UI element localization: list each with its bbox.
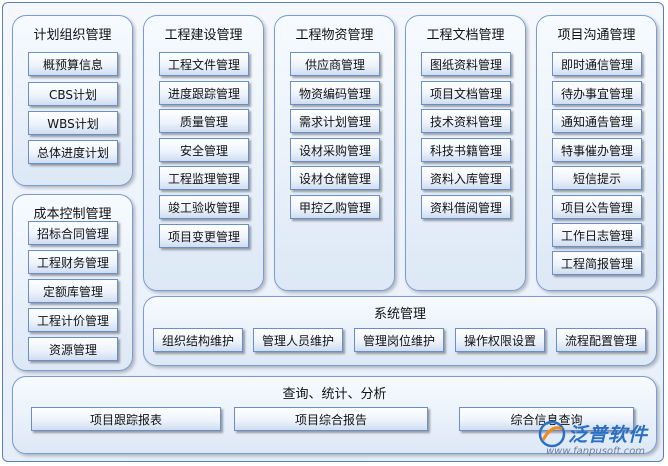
group-docs-title: 工程文档管理 <box>426 28 505 43</box>
system-item[interactable]: 管理岗位维护 <box>354 328 444 352</box>
group-cost-title: 成本控制管理 <box>33 207 112 222</box>
comm-item[interactable]: 工程简报管理 <box>552 251 642 275</box>
group-system-title: 系统管理 <box>373 307 426 322</box>
material-item[interactable]: 物资编码管理 <box>290 81 380 105</box>
group-material-title: 工程物资管理 <box>295 28 374 43</box>
docs-item[interactable]: 资料入库管理 <box>421 166 511 190</box>
group-construction: 工程建设管理 工程文件管理 进度跟踪管理 质量管理 安全管理 工程监理管理 竣工… <box>143 15 264 291</box>
construction-item[interactable]: 进度跟踪管理 <box>159 81 249 105</box>
group-comm: 项目沟通管理 即时通信管理 待办事宜管理 通知通告管理 特事催办管理 短信提示 … <box>536 15 657 291</box>
cost-item[interactable]: 工程财务管理 <box>28 250 118 274</box>
system-item[interactable]: 流程配置管理 <box>556 328 646 352</box>
group-construction-title: 工程建设管理 <box>164 28 243 43</box>
cost-item[interactable]: 资源管理 <box>28 337 118 361</box>
group-query: 查询、统计、分析 项目跟踪报表 项目综合报告 综合信息查询 <box>12 376 657 454</box>
material-item[interactable]: 设材采购管理 <box>290 138 380 162</box>
comm-item[interactable]: 特事催办管理 <box>552 138 642 162</box>
group-query-title: 查询、统计、分析 <box>282 387 387 402</box>
system-item[interactable]: 操作权限设置 <box>455 328 545 352</box>
group-plan: 计划组织管理 概预算信息 CBS计划 WBS计划 总体进度计划 <box>12 15 133 186</box>
cost-item[interactable]: 招标合同管理 <box>28 221 118 245</box>
construction-item[interactable]: 安全管理 <box>159 138 249 162</box>
brand-logo-url: www.fanpusoft.com <box>546 446 646 457</box>
comm-item[interactable]: 工作日志管理 <box>552 223 642 247</box>
construction-item[interactable]: 项目变更管理 <box>159 224 249 248</box>
comm-item[interactable]: 待办事宜管理 <box>552 81 642 105</box>
system-item[interactable]: 组织结构维护 <box>153 328 243 352</box>
plan-item[interactable]: WBS计划 <box>28 111 118 135</box>
group-cost: 成本控制管理 招标合同管理 工程财务管理 定额库管理 工程计价管理 资源管理 <box>12 194 133 371</box>
docs-item[interactable]: 图纸资料管理 <box>421 52 511 76</box>
comm-item[interactable]: 项目公告管理 <box>552 195 642 219</box>
plan-item[interactable]: 总体进度计划 <box>28 140 118 164</box>
group-docs: 工程文档管理 图纸资料管理 项目文档管理 技术资料管理 科技书籍管理 资料入库管… <box>405 15 526 291</box>
docs-item[interactable]: 项目文档管理 <box>421 81 511 105</box>
brand-logo-icon <box>538 420 566 448</box>
brand-logo: 泛普软件 www.fanpusoft.com <box>538 418 663 462</box>
group-system: 系统管理 组织结构维护 管理人员维护 管理岗位维护 操作权限设置 流程配置管理 <box>143 296 657 366</box>
comm-item[interactable]: 通知通告管理 <box>552 109 642 133</box>
construction-item[interactable]: 工程监理管理 <box>159 166 249 190</box>
group-material: 工程物资管理 供应商管理 物资编码管理 需求计划管理 设材采购管理 设材仓储管理… <box>274 15 395 291</box>
docs-item[interactable]: 资料借阅管理 <box>421 195 511 219</box>
material-item[interactable]: 甲控乙购管理 <box>290 195 380 219</box>
material-item[interactable]: 供应商管理 <box>290 52 380 76</box>
query-item[interactable]: 综合信息查询 <box>459 407 634 431</box>
material-item[interactable]: 设材仓储管理 <box>290 166 380 190</box>
system-item[interactable]: 管理人员维护 <box>253 328 343 352</box>
query-item[interactable]: 项目综合报告 <box>234 407 428 431</box>
cost-item[interactable]: 工程计价管理 <box>28 308 118 332</box>
plan-item[interactable]: CBS计划 <box>28 82 118 106</box>
cost-item[interactable]: 定额库管理 <box>28 279 118 303</box>
group-comm-title: 项目沟通管理 <box>557 28 636 43</box>
construction-item[interactable]: 竣工验收管理 <box>159 195 249 219</box>
material-item[interactable]: 需求计划管理 <box>290 109 380 133</box>
query-item[interactable]: 项目跟踪报表 <box>31 407 221 431</box>
plan-item[interactable]: 概预算信息 <box>28 52 118 76</box>
docs-item[interactable]: 技术资料管理 <box>421 109 511 133</box>
docs-item[interactable]: 科技书籍管理 <box>421 138 511 162</box>
comm-item[interactable]: 即时通信管理 <box>552 52 642 76</box>
brand-logo-name: 泛普软件 <box>568 424 649 446</box>
comm-item[interactable]: 短信提示 <box>552 166 642 190</box>
construction-item[interactable]: 工程文件管理 <box>159 52 249 76</box>
group-plan-title: 计划组织管理 <box>33 28 112 43</box>
construction-item[interactable]: 质量管理 <box>159 109 249 133</box>
